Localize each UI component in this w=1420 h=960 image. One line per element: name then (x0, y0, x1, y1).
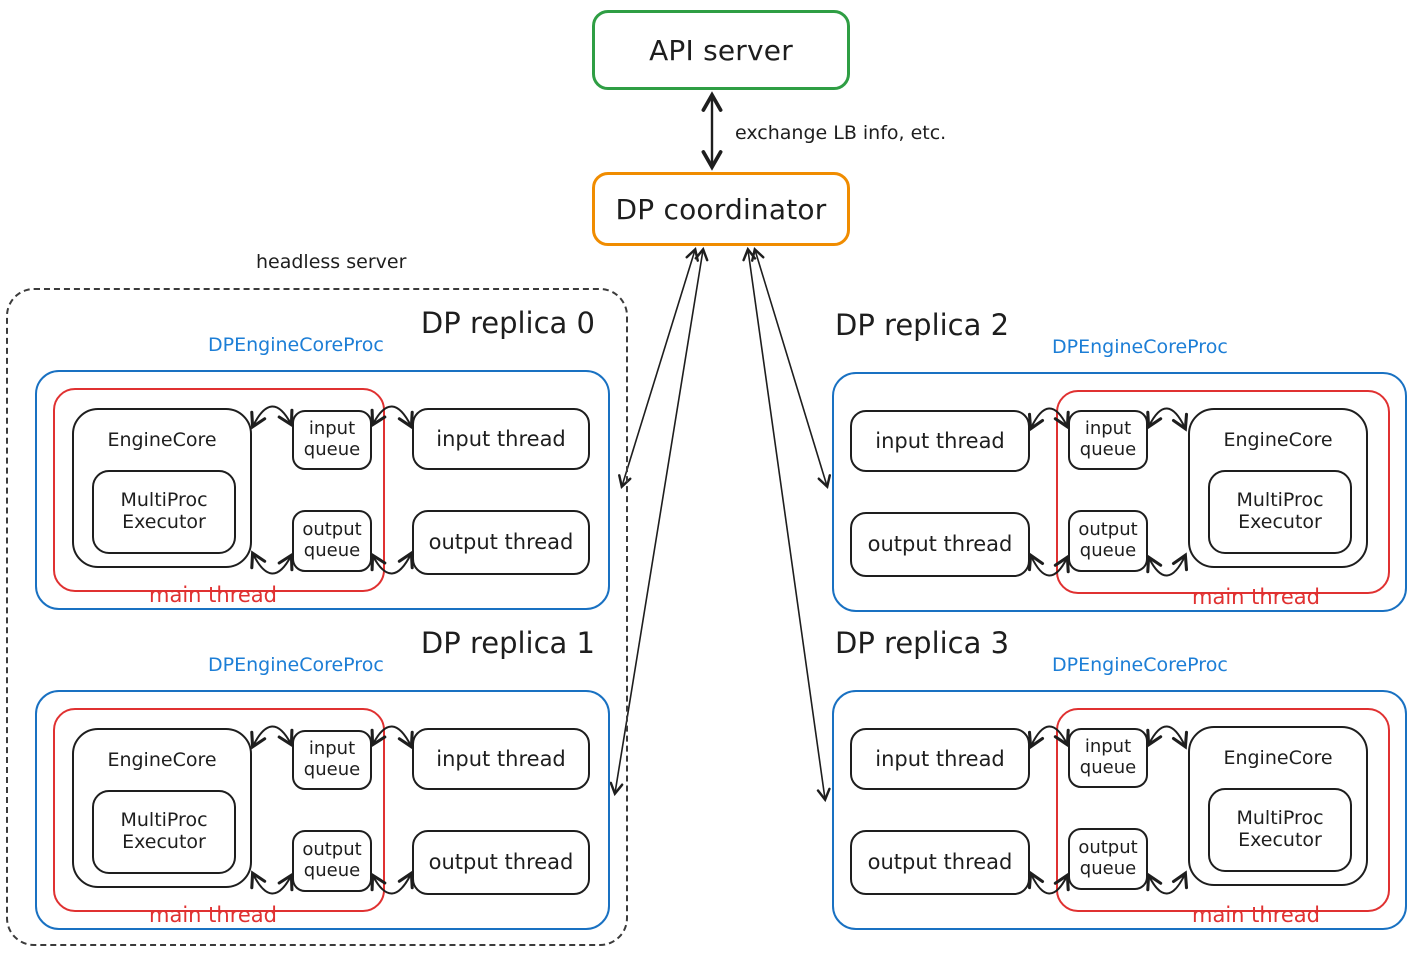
arrow-coordinator-replica0 (618, 246, 699, 490)
replica-1: DP replica 1 DPEngineCoreProc EngineCore… (35, 626, 610, 930)
engine-core-box: EngineCore MultiProc Executor (72, 728, 252, 888)
engine-core-label: EngineCore (107, 429, 217, 451)
multiproc-executor-box: MultiProc Executor (92, 790, 236, 874)
main-thread-box (53, 708, 385, 912)
replica-3-title: DP replica 3 (835, 626, 1010, 660)
main-thread-box (1056, 390, 1390, 594)
replica-2-proc-label: DPEngineCoreProc (1052, 336, 1228, 358)
engine-core-label: EngineCore (1223, 747, 1333, 769)
output-queue-box: output queue (292, 830, 372, 892)
dp-coordinator-box: DP coordinator (592, 172, 850, 246)
output-queue-box: output queue (1068, 828, 1148, 890)
engine-core-box: EngineCore MultiProc Executor (72, 408, 252, 568)
input-thread-box: input thread (850, 728, 1030, 790)
input-queue-box: input queue (292, 730, 372, 790)
replica-3-proc-label: DPEngineCoreProc (1052, 654, 1228, 676)
replica-2: DP replica 2 DPEngineCoreProc input thre… (832, 308, 1407, 612)
replica-3: DP replica 3 DPEngineCoreProc input thre… (832, 626, 1407, 930)
dp-engine-core-proc-box (832, 372, 1407, 612)
engine-core-box: EngineCore MultiProc Executor (1188, 408, 1368, 568)
input-queue-box: input queue (1068, 728, 1148, 788)
api-server-box: API server (592, 10, 850, 90)
replica-2-title: DP replica 2 (835, 308, 1010, 342)
main-thread-box (1056, 708, 1390, 912)
dp-coordinator-label: DP coordinator (615, 192, 827, 226)
arrow-coordinator-replica1 (609, 246, 709, 797)
dp-engine-core-proc-box (35, 690, 610, 930)
headless-server-label: headless server (256, 251, 407, 273)
main-thread-box (53, 388, 385, 592)
exchange-lb-label: exchange LB info, etc. (735, 122, 947, 144)
dp-engine-core-proc-box (35, 370, 610, 610)
arrow-coordinator-replica2 (750, 246, 832, 490)
input-thread-box: input thread (412, 408, 590, 470)
multiproc-executor-box: MultiProc Executor (1208, 788, 1352, 872)
replica-1-title: DP replica 1 (420, 626, 595, 660)
replica-0-proc-label: DPEngineCoreProc (208, 334, 384, 356)
main-thread-label: main thread (149, 903, 277, 927)
output-thread-box: output thread (850, 830, 1030, 895)
multiproc-executor-box: MultiProc Executor (92, 470, 236, 554)
multiproc-executor-box: MultiProc Executor (1208, 470, 1352, 554)
replica-1-proc-label: DPEngineCoreProc (208, 654, 384, 676)
output-queue-box: output queue (1068, 510, 1148, 572)
output-thread-box: output thread (850, 512, 1030, 577)
replica-0-title: DP replica 0 (420, 306, 595, 340)
headless-server-boundary (6, 288, 628, 946)
dp-engine-core-proc-box (832, 690, 1407, 930)
replica-0: DP replica 0 DPEngineCoreProc EngineCore… (35, 306, 610, 610)
main-thread-label: main thread (1192, 585, 1320, 609)
engine-core-label: EngineCore (1223, 429, 1333, 451)
output-thread-box: output thread (412, 830, 590, 895)
input-queue-box: input queue (1068, 410, 1148, 470)
main-thread-label: main thread (1192, 903, 1320, 927)
engine-core-box: EngineCore MultiProc Executor (1188, 726, 1368, 886)
api-server-label: API server (649, 33, 793, 67)
output-thread-box: output thread (412, 510, 590, 575)
engine-core-label: EngineCore (107, 749, 217, 771)
output-queue-box: output queue (292, 510, 372, 572)
input-thread-box: input thread (850, 410, 1030, 472)
input-thread-box: input thread (412, 728, 590, 790)
arrow-coordinator-replica3 (742, 246, 831, 803)
input-queue-box: input queue (292, 410, 372, 470)
main-thread-label: main thread (149, 583, 277, 607)
